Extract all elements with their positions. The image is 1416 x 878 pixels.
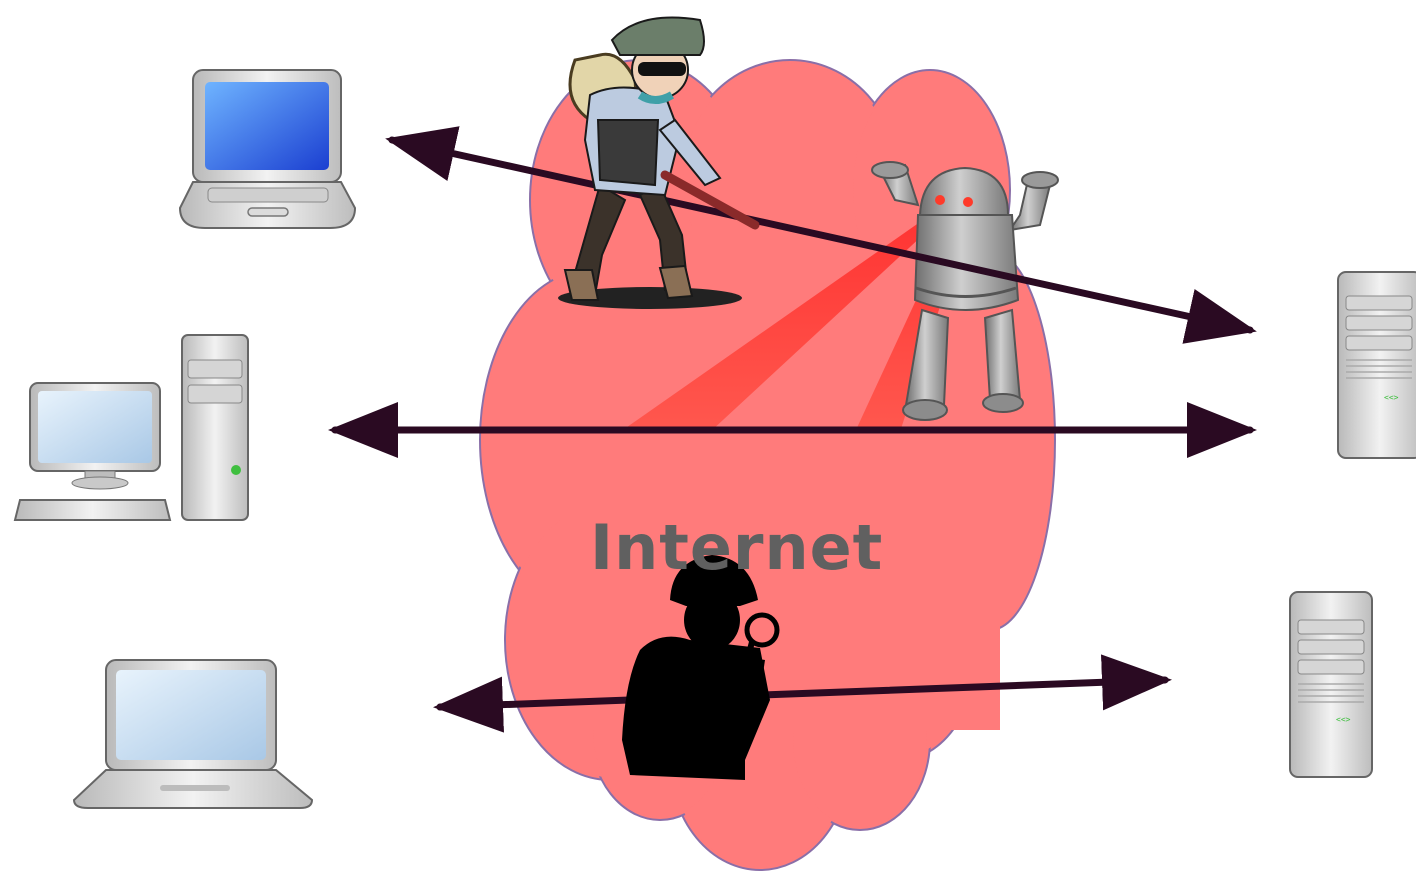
desktop-computer-icon <box>13 334 249 521</box>
burglar-icon <box>558 16 760 309</box>
arrow-laptop-to-lower-server <box>433 654 1172 733</box>
server-upper-port-label: <<> <box>1384 393 1399 402</box>
laptop-icon <box>178 69 357 229</box>
server-lower-port-label: <<> <box>1336 715 1351 724</box>
internet-label: Internet <box>590 511 884 584</box>
server-tower-icon: <<> <box>1289 591 1373 778</box>
server-tower-icon: <<> <box>1337 271 1416 459</box>
arrow-laptop-to-server <box>385 126 1257 344</box>
detective-magnifier-icon <box>622 555 780 780</box>
laptop-icon <box>72 659 314 809</box>
connection-arrows <box>328 126 1257 733</box>
